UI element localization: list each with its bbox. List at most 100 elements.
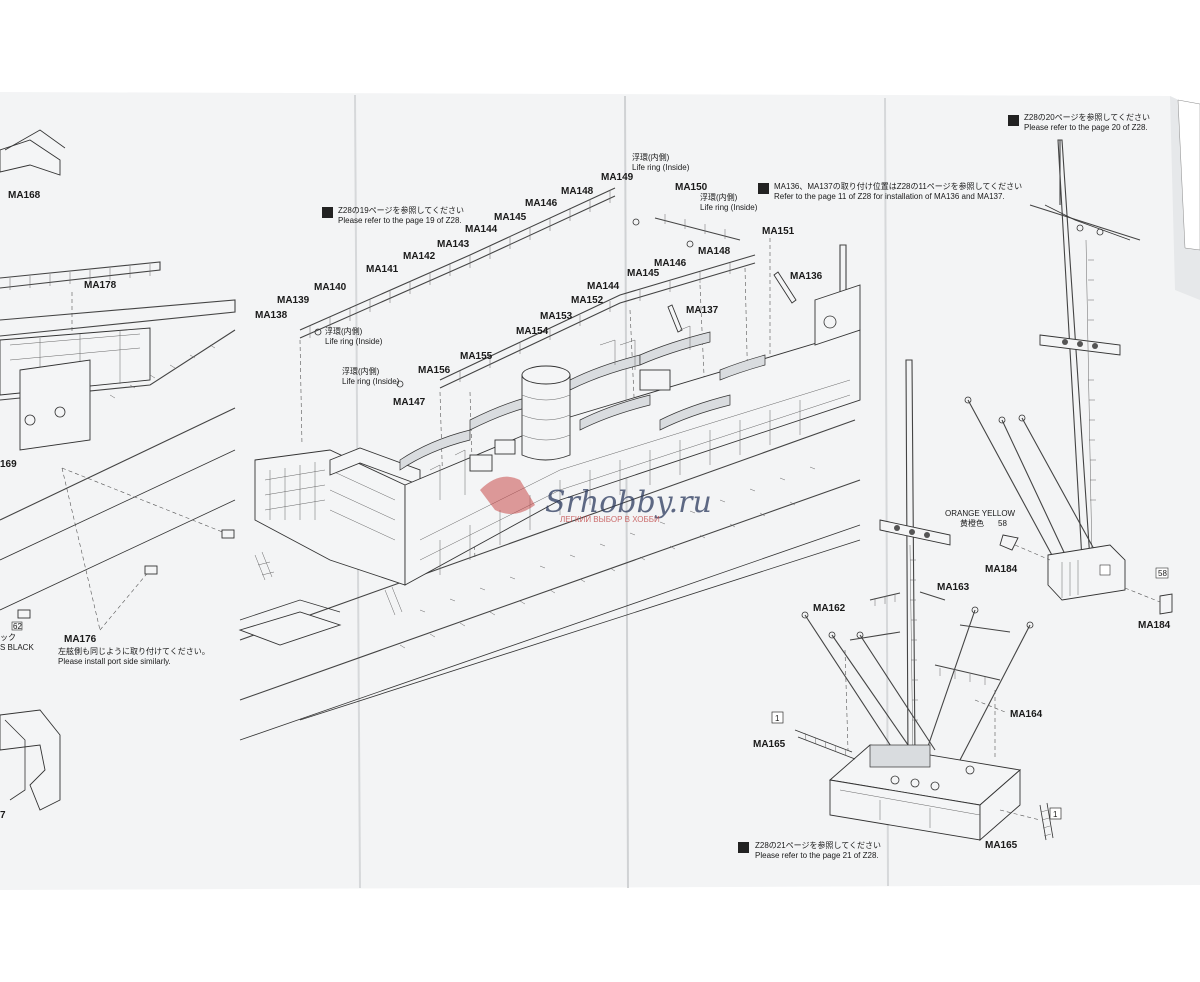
- ladder-2: [1039, 802, 1054, 841]
- note-icon-footer: [738, 842, 749, 853]
- watermark-text: Srhobby.ru: [545, 485, 712, 520]
- right-mast-assembly: Z28の20ページを参照してください Please refer to the p…: [738, 112, 1173, 860]
- label-ma162: MA162: [813, 603, 846, 614]
- label-ma148-lower: MA148: [698, 246, 731, 257]
- fore-boom-3: [859, 634, 936, 751]
- fold-line-2: [624, 95, 629, 889]
- left-hull-section: MA168 MA178 169 MA176 左舷側も同じように取り付けてください…: [0, 129, 236, 821]
- fragment-black: S BLACK: [0, 643, 34, 652]
- boom-3: [1021, 417, 1101, 561]
- label-ma164: MA164: [1010, 709, 1043, 720]
- ma176-part-c: [17, 609, 31, 619]
- label-169-fragment: 169: [0, 459, 17, 470]
- label-ma153: MA153: [540, 311, 573, 322]
- color-jp: 黄橙色: [960, 518, 984, 528]
- ma178-railing: [0, 261, 161, 289]
- label-ma145-lower: MA145: [627, 268, 660, 279]
- label-ma142: MA142: [403, 251, 436, 262]
- bracket-part: [0, 709, 61, 811]
- ma137-part: [667, 304, 683, 333]
- note-icon-right: [1008, 115, 1019, 126]
- life-ring-jp-4: 浮環(内側): [342, 366, 380, 376]
- label-ma143: MA143: [437, 239, 470, 250]
- lifeboats: [399, 331, 766, 471]
- label-ma144-upper: MA144: [465, 224, 498, 235]
- label-ma137: MA137: [686, 305, 719, 316]
- label-ma140: MA140: [314, 282, 347, 293]
- winch-block: [869, 744, 931, 768]
- port-side-note-jp: 左舷側も同じように取り付けてください。: [58, 646, 210, 656]
- note-center-jp: MA136、MA137の取り付け位置はZ28の11ページを参照してください: [774, 181, 1022, 191]
- life-ring-en-1: Life ring (Inside): [325, 337, 383, 346]
- note-right-en: Please refer to the page 20 of Z28.: [1024, 123, 1148, 132]
- label-ma184-right: MA184: [1138, 620, 1171, 631]
- fore-boom-4: [924, 609, 976, 756]
- ma184-part-b: [1159, 593, 1173, 615]
- label-ma165-left: MA165: [753, 739, 786, 750]
- ma136-part: [773, 271, 797, 304]
- label-ma154: MA154: [516, 326, 549, 337]
- label-ma138: MA138: [255, 310, 288, 321]
- label-ma136: MA136: [790, 271, 823, 282]
- label-ma141: MA141: [366, 264, 399, 275]
- label-ma139: MA139: [277, 295, 310, 306]
- life-ring-en-2: Life ring (Inside): [632, 163, 690, 172]
- label-ma149: MA149: [601, 172, 634, 183]
- note-right-jp: Z28の20ページを参照してください: [1024, 112, 1150, 122]
- fore-deck-side: [979, 769, 1021, 841]
- label-ma145-upper: MA145: [494, 212, 527, 223]
- life-ring-jp-1: 浮環(内側): [325, 326, 363, 336]
- ma176-part-a: [221, 529, 235, 539]
- fore-boom-1: [804, 614, 901, 761]
- label-ma168: MA168: [8, 190, 41, 201]
- label-ma184-left: MA184: [985, 564, 1018, 575]
- footer-note-en: Please refer to the page 21 of Z28.: [755, 851, 879, 860]
- label-ma146-lower: MA146: [654, 258, 687, 269]
- label-ma146-upper: MA146: [525, 198, 558, 209]
- badge-58: 58: [1158, 569, 1167, 578]
- ma168-part: [0, 139, 61, 176]
- fragment-ack: ック: [0, 633, 16, 642]
- color-code: 58: [998, 519, 1007, 528]
- label-ma165-right: MA165: [985, 840, 1018, 851]
- port-side-note-en: Please install port side similarly.: [58, 657, 171, 666]
- label-ma178: MA178: [84, 280, 117, 291]
- label-ma151: MA151: [762, 226, 795, 237]
- label-ma156: MA156: [418, 365, 451, 376]
- watermark-sub: ЛЕГКИЙ ВЫБОР В ХОББИ: [560, 515, 660, 524]
- ma150-railing: [654, 217, 741, 241]
- watermark: Srhobby.ru ЛЕГКИЙ ВЫБОР В ХОББИ: [480, 476, 712, 524]
- lower-railing: [439, 254, 756, 381]
- color-en: ORANGE YELLOW: [945, 509, 1016, 518]
- label-ma163: MA163: [937, 582, 970, 593]
- aft-deck-house: [238, 611, 342, 646]
- note-icon-left: [322, 207, 333, 218]
- yardarm: [1029, 204, 1141, 241]
- ma184-part-a: [999, 534, 1019, 551]
- label-ma152: MA152: [571, 295, 604, 306]
- label-ma155: MA155: [460, 351, 493, 362]
- note-left-en: Please refer to the page 19 of Z28.: [338, 216, 462, 225]
- funnel-top: [521, 365, 571, 385]
- paper-sheet: [0, 92, 1200, 890]
- hull-line-1: [0, 407, 236, 521]
- ma176-part-b: [144, 565, 158, 575]
- deck-edge: [0, 299, 236, 337]
- life-ring-icon: [314, 328, 322, 336]
- footer-note-jp: Z28の21ページを参照してください: [755, 840, 881, 850]
- label-ma148-upper: MA148: [561, 186, 594, 197]
- life-ring-jp-3: 浮環(内側): [700, 192, 738, 202]
- next-page-edge: [1177, 99, 1200, 251]
- boom-2: [1001, 419, 1071, 566]
- life-ring-en-3: Life ring (Inside): [700, 203, 758, 212]
- railing-b: [934, 664, 1001, 681]
- note-center-en: Refer to the page 11 of Z28 for installa…: [774, 192, 1005, 201]
- mast-house-right: [1047, 544, 1126, 601]
- badge-62: 62: [13, 622, 22, 631]
- fragment-7: 7: [0, 810, 6, 821]
- center-ship-assembly: Z28の19ページを参照してください Please refer to the p…: [238, 152, 1022, 741]
- label-ma150: MA150: [675, 182, 708, 193]
- boom-1: [967, 399, 1061, 571]
